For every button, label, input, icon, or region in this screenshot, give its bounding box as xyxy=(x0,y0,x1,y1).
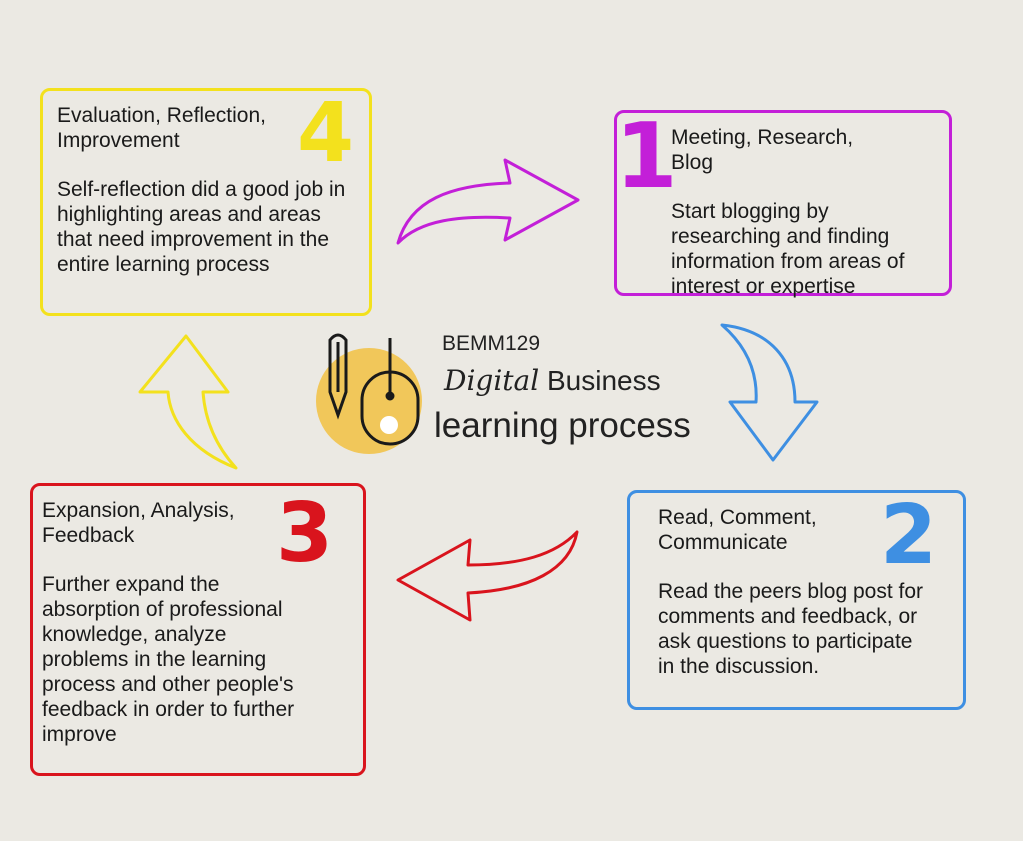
step-3-box: Expansion, Analysis, Feedback Further ex… xyxy=(30,483,366,776)
course-code: BEMM129 xyxy=(442,332,541,355)
step-2-box: Read, Comment, Communicate Read the peer… xyxy=(627,490,966,710)
arrow-4-to-1 xyxy=(396,158,580,245)
title-italic: Digital xyxy=(444,364,540,397)
center-subtitle: learning process xyxy=(434,406,691,445)
step-3-description: Further expand the absorption of profess… xyxy=(42,573,295,746)
step-3-title: Expansion, Analysis, Feedback xyxy=(42,499,235,547)
title-rest: Business xyxy=(546,365,661,396)
step-1-description: Start blogging by researching and findin… xyxy=(671,200,905,298)
arrow-2-to-3 xyxy=(396,530,579,622)
arrow-1-to-2 xyxy=(720,323,819,462)
pencil-mouse-icon xyxy=(328,333,420,446)
step-4-box: Evaluation, Reflection, Improvement Self… xyxy=(40,88,372,316)
step-4-number: 4 xyxy=(297,86,355,181)
step-2-title: Read, Comment, Communicate xyxy=(658,506,817,554)
step-3-number: 3 xyxy=(276,486,334,581)
pencil-icon xyxy=(328,333,348,420)
step-4-title: Evaluation, Reflection, Improvement xyxy=(57,104,266,152)
step-1-box: Meeting, Research, Blog Start blogging b… xyxy=(614,110,952,298)
step-1-title: Meeting, Research, Blog xyxy=(671,126,854,174)
step-1-number: 1 xyxy=(615,104,678,209)
step-4-description: Self-reflection did a good job in highli… xyxy=(57,178,346,276)
arrow-3-to-4 xyxy=(138,334,238,470)
center-title: Digital Business xyxy=(444,364,661,397)
step-2-number: 2 xyxy=(880,488,938,583)
step-2-description: Read the peers blog post for comments an… xyxy=(658,580,924,678)
